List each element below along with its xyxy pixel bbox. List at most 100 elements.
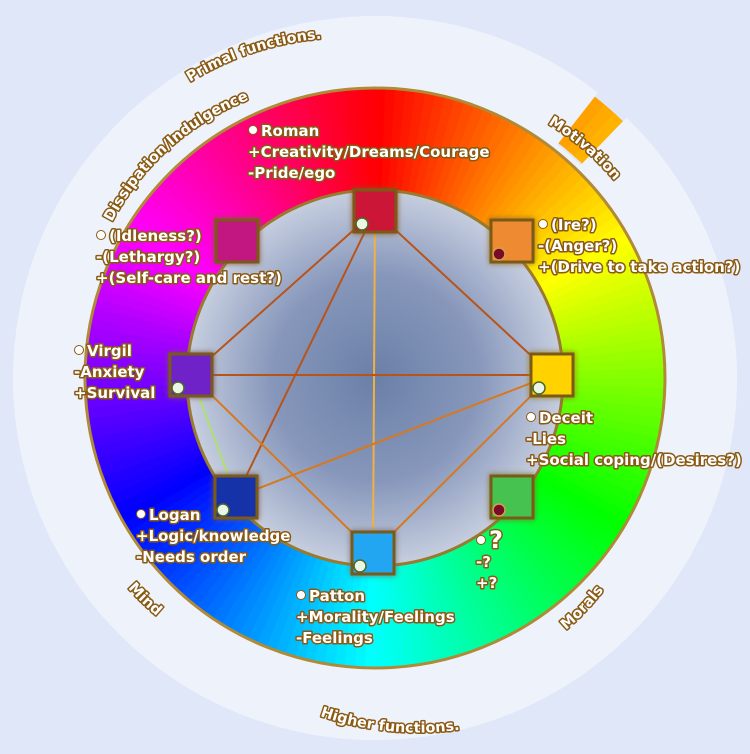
inner-ring-segment [532, 224, 628, 287]
inner-ring-segment [444, 109, 496, 209]
inner-ring-segment [285, 98, 326, 202]
label-bullet [96, 230, 106, 240]
inner-ring-segment [460, 539, 520, 636]
label-bullet [538, 219, 548, 229]
inner-ring-segment [96, 285, 199, 327]
label-bullet [74, 345, 84, 355]
node-trait: -Lies [526, 430, 566, 448]
node-squares [168, 188, 575, 576]
inner-ring-segment [424, 554, 465, 658]
inner-ring-segment [479, 137, 548, 229]
inner-ring-segment [556, 317, 662, 348]
inner-ring-segment [411, 558, 446, 663]
inner-ring-segment [95, 427, 199, 468]
inner-ring-segment [471, 532, 538, 626]
inner-ring-segment [106, 257, 206, 309]
node-name: Deceit [539, 409, 593, 427]
inner-ring-segment [539, 241, 637, 299]
inner-ring-segment [473, 132, 540, 225]
inner-ring-segment [426, 99, 468, 202]
inner-ring-segment [272, 552, 318, 654]
inner-ring-segment [295, 95, 332, 200]
inner-ring-segment [171, 510, 251, 594]
inner-ring-segment [529, 215, 623, 282]
inner-ring-segment [513, 183, 600, 260]
inner-ring-segment [204, 135, 273, 228]
inner-ring-segment [547, 269, 649, 317]
inner-ring-segment [560, 367, 665, 382]
node-dot [492, 247, 506, 261]
inner-ring-segment [546, 441, 648, 490]
inner-ring-segment [551, 429, 654, 471]
inner-ring-segment [118, 230, 215, 291]
node-dot [492, 503, 506, 517]
inner-ring-segment [324, 90, 352, 195]
node-trait: +Creativity/Dreams/Courage [248, 143, 490, 161]
inner-ring-segment [123, 221, 219, 285]
node-roman [352, 188, 398, 234]
inner-ring-segment [132, 480, 225, 549]
label-patton: Patton+Morality/Feelings-Feelings [295, 586, 457, 649]
node-trait: +Morality/Feelings [296, 608, 455, 626]
inner-ring-segment [454, 542, 512, 640]
inner-ring-segment [221, 125, 284, 221]
inner-ring-segment [542, 250, 642, 305]
node-patton [350, 530, 396, 576]
node-dot [355, 217, 369, 231]
inner-ring-segment [507, 502, 591, 582]
inner-ring-segment [134, 205, 226, 274]
inner-ring-segment [549, 278, 652, 323]
node-trait: +Logic/knowledge [136, 527, 290, 545]
inner-ring-segment [549, 435, 651, 481]
inner-ring-segment [144, 490, 233, 565]
inner-ring-segment [90, 414, 195, 449]
inner-ring-segment [487, 520, 562, 609]
inner-ring-segment [88, 408, 194, 439]
inner-ring-segment [282, 554, 324, 657]
inner-ring-segment [180, 153, 257, 240]
label-bullet [526, 412, 536, 422]
inner-ring-segment [436, 550, 484, 652]
inner-ring-segment [247, 111, 302, 211]
node-name: Virgil [87, 342, 132, 360]
inner-ring-segment [392, 562, 416, 667]
label-logan: Logan+Logic/knowledge-Needs order [135, 505, 292, 568]
node-trait: -Feelings [296, 629, 373, 647]
inner-ring-segment [138, 485, 229, 557]
inner-ring-segment [521, 199, 612, 271]
inner-ring-segment [101, 439, 203, 487]
inner-border [83, 86, 667, 670]
inner-ring-segment [371, 563, 386, 668]
node-idleness [214, 218, 260, 264]
inner-ring-segment [482, 524, 554, 615]
connection-logan-deceit [235, 374, 553, 498]
inner-ring-segment [85, 374, 190, 389]
inner-ring-segment [524, 482, 616, 551]
node-dot [532, 381, 546, 395]
connection-roman-deceit [374, 210, 553, 376]
node-dot [171, 381, 185, 395]
outer-color-ring [13, 15, 737, 741]
connection-lines [190, 210, 553, 554]
inner-ring-segment [489, 149, 564, 237]
node-name: Logan [149, 506, 200, 524]
label-idleness: (Idleness?)-(Lethargy?)+(Self-care and r… [95, 226, 284, 289]
inner-ring-segment [196, 141, 268, 232]
inner-ring-segment [218, 534, 282, 630]
inner-ring-segment [466, 535, 529, 631]
inner-ring-segment [468, 126, 532, 222]
ring-separator [79, 82, 671, 674]
node-trait: -Anxiety [74, 363, 145, 381]
node-trait: +(Self-care and rest?) [96, 269, 282, 287]
node-trait: +? [476, 574, 497, 592]
label-bullet [476, 535, 486, 545]
inner-ring-segment [110, 248, 209, 303]
inner-ring-segment [146, 189, 234, 264]
inner-ring-segment [212, 130, 279, 224]
node-dot [353, 559, 367, 573]
ring-gap [537, 76, 591, 142]
label-roman: Roman+Creativity/Dreams/Courage-Pride/eg… [247, 121, 492, 184]
inner-ring-segment [544, 260, 646, 311]
inner-ring-segment [418, 556, 455, 661]
